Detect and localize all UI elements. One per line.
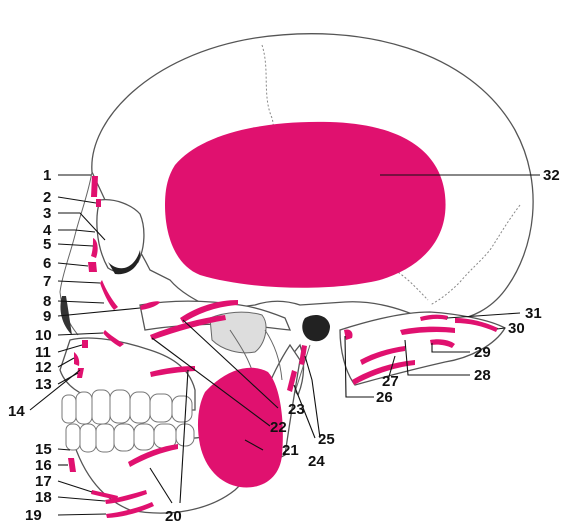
label-5: 5 [43, 236, 51, 253]
label-15: 15 [35, 441, 52, 458]
label-24: 24 [308, 453, 325, 470]
label-16: 16 [35, 457, 52, 474]
external-acoustic-meatus [302, 315, 330, 341]
label-12: 12 [35, 359, 52, 376]
label-29: 29 [474, 344, 491, 361]
label-7: 7 [43, 273, 51, 290]
label-19: 19 [25, 507, 42, 524]
label-32: 32 [543, 167, 560, 184]
label-9: 9 [43, 308, 51, 325]
label-3: 3 [43, 205, 51, 222]
label-18: 18 [35, 489, 52, 506]
label-17: 17 [35, 473, 52, 490]
label-25: 25 [318, 431, 335, 448]
attachment-1 [91, 176, 98, 197]
label-14: 14 [8, 403, 25, 420]
label-30: 30 [508, 320, 525, 337]
label-26: 26 [376, 389, 393, 406]
attachment-5 [91, 238, 98, 258]
label-13: 13 [35, 376, 52, 393]
label-21: 21 [282, 442, 299, 459]
label-27: 27 [382, 373, 399, 390]
attachment-16 [68, 458, 76, 472]
label-6: 6 [43, 255, 51, 272]
label-1: 1 [43, 167, 51, 184]
attachment-6 [88, 262, 97, 272]
label-22: 22 [270, 419, 287, 436]
label-28: 28 [474, 367, 491, 384]
label-2: 2 [43, 189, 51, 206]
attachment-11 [82, 340, 88, 348]
label-20: 20 [165, 508, 182, 525]
attachment-7 [100, 280, 118, 310]
label-10: 10 [35, 327, 52, 344]
attachment-2 [96, 199, 101, 207]
label-23: 23 [288, 401, 305, 418]
attachment-32 [165, 122, 446, 288]
label-31: 31 [525, 305, 542, 322]
